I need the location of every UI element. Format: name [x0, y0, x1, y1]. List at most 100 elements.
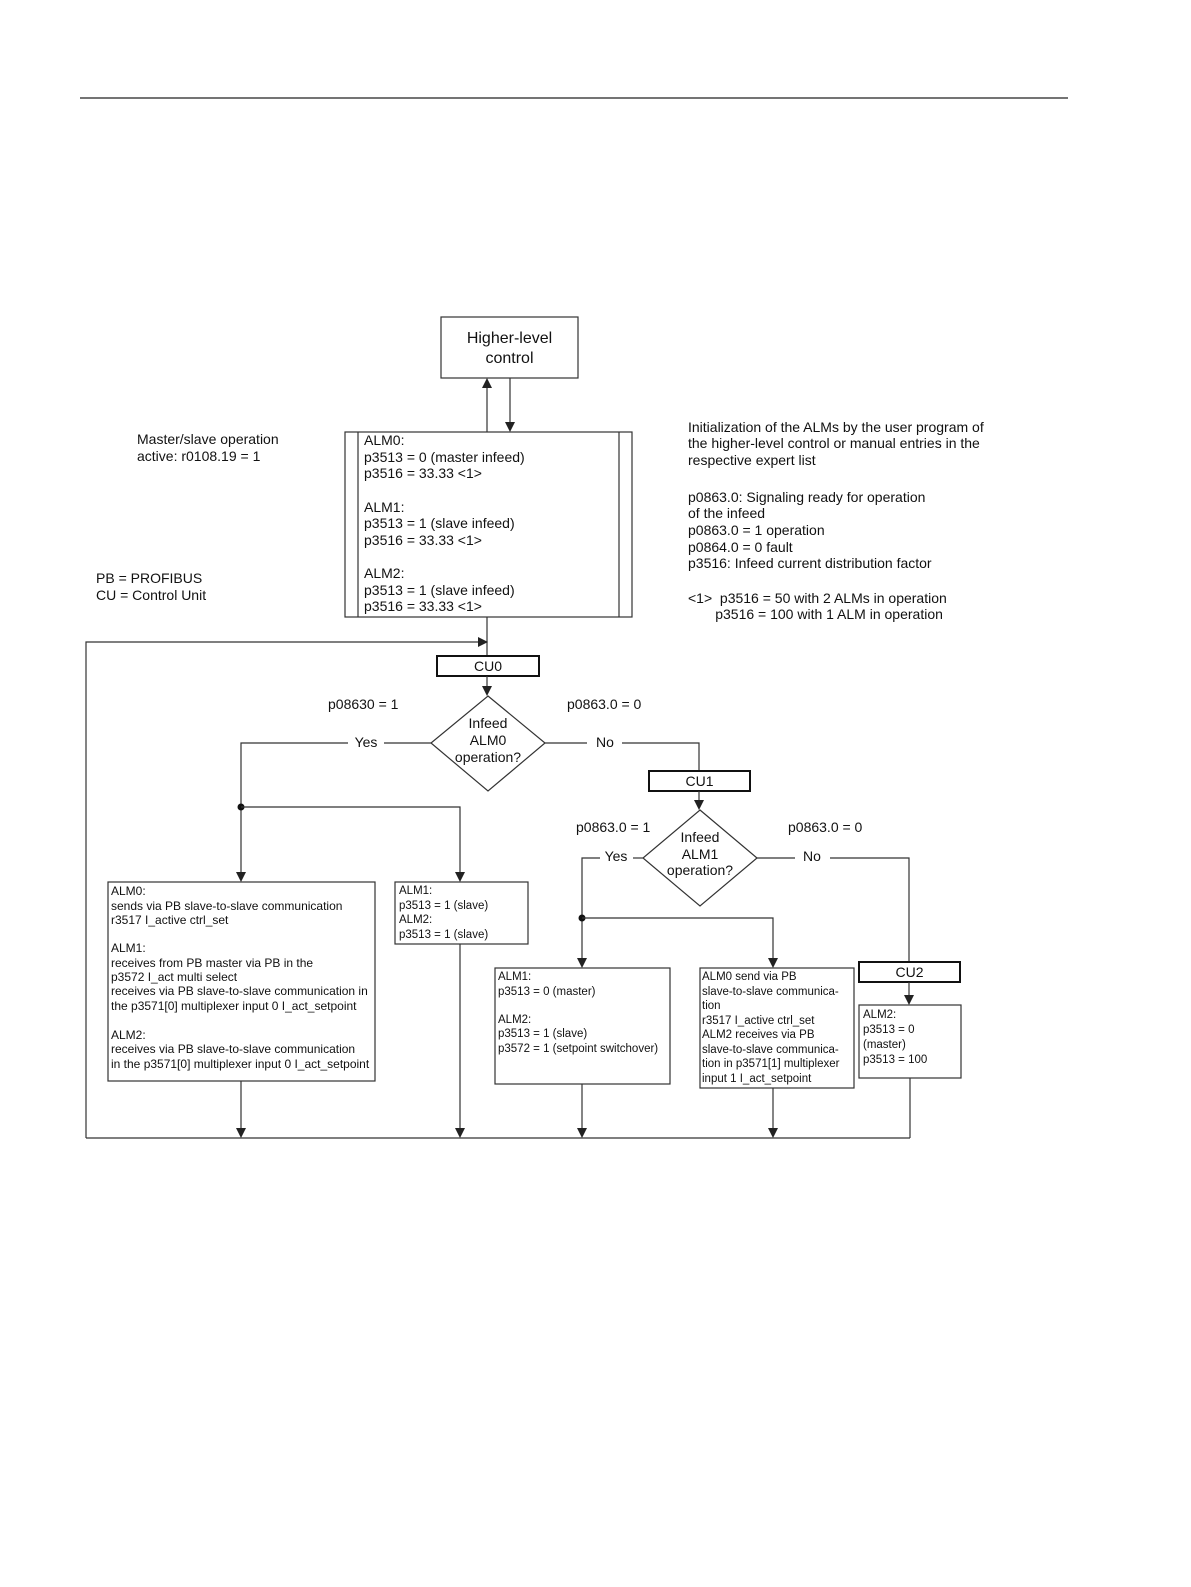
- cu0-box: [436, 655, 540, 677]
- alm-config-text: ALM0: p3513 = 0 (master infeed) p3516 = …: [364, 432, 525, 614]
- arrow-down-icon: [505, 422, 515, 432]
- arrow-down-icon: [455, 872, 465, 882]
- svg-text:ALM2:: ALM2:: [364, 565, 404, 581]
- svg-text:slave-to-slave communica-: slave-to-slave communica-: [702, 986, 839, 998]
- box-slaves: [394, 881, 529, 945]
- arrow-down-icon: [768, 958, 778, 968]
- svg-text:p0864.0 = 0 fault: p0864.0 = 0 fault: [688, 539, 793, 555]
- master-slave-note-line-1: Master/slave operation: [137, 431, 279, 447]
- box-alm0-send-pb: [699, 967, 855, 1089]
- arrow-down-icon: [904, 995, 914, 1005]
- decision-alm0-diamond: [430, 695, 546, 792]
- svg-text:tion in p3571[1] multiplexer: tion in p3571[1] multiplexer: [702, 1058, 840, 1070]
- svg-text:(master): (master): [863, 1039, 906, 1051]
- svg-text:ALM2:: ALM2:: [111, 1028, 146, 1042]
- arrow-down-icon: [455, 1128, 465, 1138]
- higher-level-control-line-1: Higher-level: [467, 330, 552, 347]
- svg-text:ALM2:: ALM2:: [498, 1014, 531, 1026]
- decision-alm0-line-2: ALM0: [470, 732, 507, 748]
- alm-config-box: [344, 431, 633, 618]
- svg-text:p3572 I_act multi select: p3572 I_act multi select: [111, 970, 238, 984]
- svg-text:ALM1:: ALM1:: [399, 885, 432, 897]
- cu1-label: CU1: [685, 773, 713, 789]
- cu2-label: CU2: [895, 964, 923, 980]
- svg-text:r3517 I_active ctrl_set: r3517 I_active ctrl_set: [702, 1015, 815, 1027]
- box-alm0-sends-text: ALM0: sends via PB slave-to-slave commun…: [111, 884, 370, 1071]
- decision-alm1-line-2: ALM1: [682, 846, 719, 862]
- svg-text:receives via PB slave-to-slave: receives via PB slave-to-slave communica…: [111, 1042, 355, 1056]
- box-alm2-master: [858, 1004, 962, 1079]
- box-slaves-text: ALM1: p3513 = 1 (slave) ALM2: p3513 = 1 …: [399, 885, 488, 941]
- svg-text:in the p3571[0] multiplexer in: in the p3571[0] multiplexer input 0 I_ac…: [111, 1057, 370, 1071]
- no2-line-b: [830, 857, 910, 962]
- svg-text:slave-to-slave communica-: slave-to-slave communica-: [702, 1044, 839, 1056]
- svg-text:sends via PB slave-to-slave co: sends via PB slave-to-slave communicatio…: [111, 899, 342, 913]
- svg-text:receives via PB slave-to-slave: receives via PB slave-to-slave communica…: [111, 984, 368, 998]
- svg-text:p3516 = 33.33 <1>: p3516 = 33.33 <1>: [364, 532, 482, 548]
- svg-text:p3516 = 100 with 1 ALM in oper: p3516 = 100 with 1 ALM in operation: [688, 606, 943, 622]
- param-note: p0863.0: Signaling ready for operation o…: [688, 489, 932, 571]
- svg-text:receives from PB master via PB: receives from PB master via PB in the: [111, 956, 313, 970]
- svg-text:p3513 = 1 (slave infeed): p3513 = 1 (slave infeed): [364, 515, 515, 531]
- arrow-down-icon: [236, 872, 246, 882]
- decision-alm1-line-3: operation?: [667, 862, 733, 878]
- svg-text:<1> p3516 = 50 with 2 ALMs in: <1> p3516 = 50 with 2 ALMs in operation: [688, 590, 947, 606]
- svg-text:p3513 = 1 (slave): p3513 = 1 (slave): [498, 1028, 587, 1040]
- yes1-branch-right: [241, 806, 461, 872]
- svg-text:of the infeed: of the infeed: [688, 505, 765, 521]
- svg-text:ALM2:: ALM2:: [863, 1009, 896, 1021]
- svg-text:ALM0:: ALM0:: [364, 432, 404, 448]
- box-alm2-master-text: ALM2: p3513 = 0 (master) p3513 = 100: [863, 1009, 927, 1066]
- decision-alm1-no: No: [803, 848, 821, 864]
- feedback-arrow-icon: [478, 637, 488, 647]
- svg-text:r3517 I_active ctrl_set: r3517 I_active ctrl_set: [111, 913, 229, 927]
- arrow-down-icon: [768, 1128, 778, 1138]
- abbreviation-pb: PB = PROFIBUS: [96, 570, 202, 586]
- decision-alm0-right-condition: p0863.0 = 0: [567, 696, 642, 712]
- master-slave-note-line-2: active: r0108.19 = 1: [137, 448, 261, 464]
- box-alm1-master-text: ALM1: p3513 = 0 (master) ALM2: p3513 = 1…: [498, 971, 658, 1055]
- svg-text:tion: tion: [702, 1000, 721, 1012]
- cu0-label: CU0: [474, 658, 502, 674]
- yes2-line-b: [581, 857, 600, 958]
- yes2-branch-right: [582, 917, 774, 958]
- svg-text:ALM0:: ALM0:: [111, 884, 146, 898]
- svg-text:p3513 = 0: p3513 = 0: [863, 1024, 914, 1036]
- box-alm1-master: [494, 967, 671, 1085]
- svg-text:ALM1:: ALM1:: [111, 941, 146, 955]
- svg-text:p3516 = 33.33 <1>: p3516 = 33.33 <1>: [364, 598, 482, 614]
- svg-text:respective expert list: respective expert list: [688, 452, 816, 468]
- svg-text:p3572 = 1 (setpoint switchover: p3572 = 1 (setpoint switchover): [498, 1043, 658, 1055]
- svg-text:ALM2 receives via PB: ALM2 receives via PB: [702, 1029, 815, 1041]
- svg-text:ALM0 send via PB: ALM0 send via PB: [702, 971, 797, 983]
- svg-text:input 1 I_act_setpoint: input 1 I_act_setpoint: [702, 1073, 812, 1085]
- feedback-loop-line: [85, 641, 478, 1138]
- abbreviation-cu: CU = Control Unit: [96, 587, 206, 603]
- decision-alm1-yes: Yes: [605, 848, 628, 864]
- svg-text:ALM1:: ALM1:: [364, 499, 404, 515]
- svg-text:ALM1:: ALM1:: [498, 971, 531, 983]
- svg-text:p3513 = 1 (slave): p3513 = 1 (slave): [399, 900, 488, 912]
- svg-text:the higher-level control or ma: the higher-level control or manual entri…: [688, 435, 980, 451]
- svg-text:p0863.0: Signaling ready for o: p0863.0: Signaling ready for operation: [688, 489, 925, 505]
- decision-alm0-line-1: Infeed: [469, 715, 508, 731]
- decision-alm1-line-1: Infeed: [681, 829, 720, 845]
- box-alm0-send-pb-text: ALM0 send via PB slave-to-slave communic…: [702, 971, 840, 1085]
- yes1-line-b: [240, 742, 348, 872]
- no1-line-b: [622, 742, 700, 771]
- arrow-down-icon: [236, 1128, 246, 1138]
- decision-alm0-yes: Yes: [355, 734, 378, 750]
- box-alm0-sends: [107, 881, 376, 1082]
- decision-alm1-right-condition: p0863.0 = 0: [788, 819, 863, 835]
- decision-alm0-no: No: [596, 734, 614, 750]
- decision-alm1-left-condition: p0863.0 = 1: [576, 819, 651, 835]
- arrow-down-icon: [577, 1128, 587, 1138]
- svg-text:p3513 = 1 (slave infeed): p3513 = 1 (slave infeed): [364, 582, 515, 598]
- arrow-down-icon: [577, 958, 587, 968]
- higher-level-control-box: [440, 316, 579, 379]
- svg-text:p3516: Infeed current distribu: p3516: Infeed current distribution facto…: [688, 555, 932, 571]
- svg-text:the p3571[0] multiplexer input: the p3571[0] multiplexer input 0 I_act_s…: [111, 999, 357, 1013]
- decision-alm0-line-3: operation?: [455, 749, 521, 765]
- svg-text:p3513 = 0 (master): p3513 = 0 (master): [498, 986, 596, 998]
